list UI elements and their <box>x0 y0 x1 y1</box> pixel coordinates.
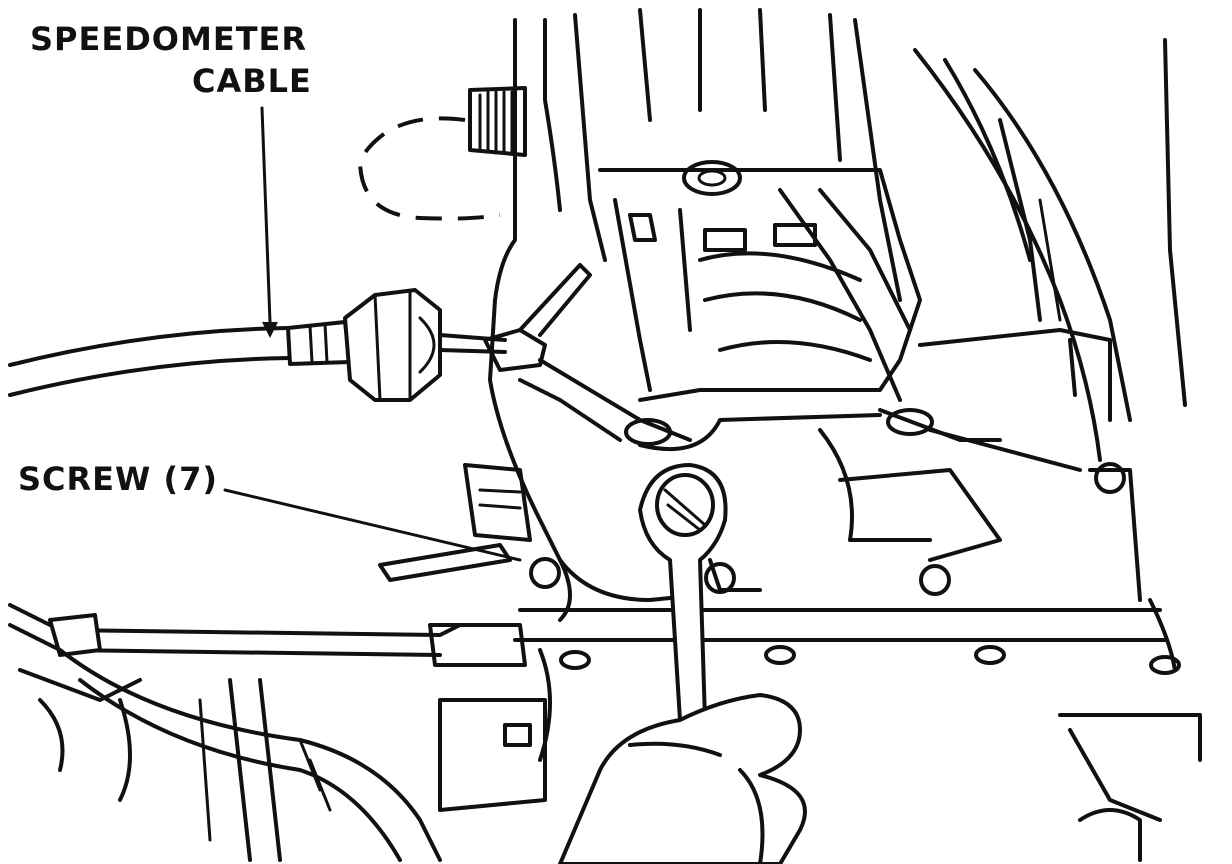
speedometer-cable-arrow-icon <box>262 322 278 338</box>
extension-housing <box>488 8 1187 602</box>
shift-linkage <box>8 463 547 812</box>
speedometer-cable <box>8 288 507 402</box>
retainer-clip <box>483 263 1002 452</box>
speedometer-cable-leader <box>260 106 272 324</box>
leaders <box>223 106 522 562</box>
screw-leader <box>223 488 522 562</box>
wiring-bundle <box>18 648 442 862</box>
wrench <box>638 463 728 722</box>
speedometer-adapter <box>357 86 527 221</box>
speedometer-cable-label-line1: SPEEDOMETER <box>30 20 308 58</box>
speedometer-cable-label-line2: CABLE <box>192 62 312 100</box>
screw-label: SCREW (7) <box>18 460 218 498</box>
hand <box>558 693 807 864</box>
